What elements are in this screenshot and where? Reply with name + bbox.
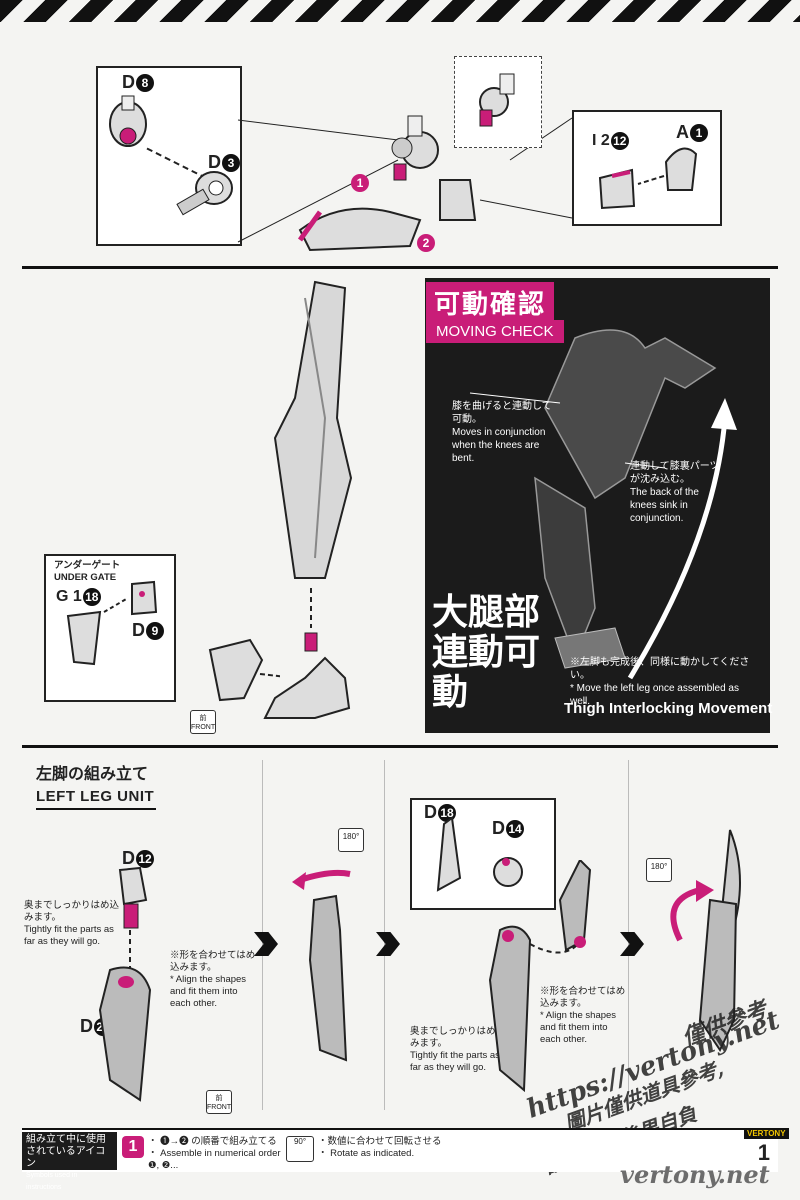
left-leg-step-b-drawing <box>292 869 351 1062</box>
peg-part-drawing <box>479 73 515 127</box>
section-title-en: LEFT LEG UNIT <box>36 788 155 805</box>
brand-badge: VERTONY <box>744 1128 789 1139</box>
callout-lines-step1 <box>237 117 573 243</box>
note-knee-bend: 膝を曲げると連動して可動。Moves in conjunction when t… <box>452 401 552 464</box>
left-leg-step-d-drawing <box>670 829 741 1053</box>
rotate-180-icon-1: 180° <box>338 828 364 852</box>
thigh-movement-en: Thigh Interlocking Movement <box>564 700 773 717</box>
hazard-stripe-top <box>0 0 800 22</box>
left-leg-step-a-drawing <box>98 866 152 1102</box>
note-tight-fit-1: 奥までしっかりはめ込みます。Tightly fit the parts as f… <box>24 900 120 947</box>
divider-2 <box>22 745 778 748</box>
note-align-2: ※形を合わせてはめ込みます。* Align the shapes and fit… <box>540 986 626 1045</box>
moving-check-title: 可動確認 <box>426 282 555 323</box>
rotate-icon: 90° <box>286 1136 314 1162</box>
parts-g1-d9-drawing <box>66 580 158 666</box>
note-align-1: ※形を合わせてはめ込みます。* Align the shapes and fit… <box>170 950 256 1009</box>
knee-joint-and-foot-drawing <box>297 115 477 252</box>
moving-check-leg-drawing <box>469 329 737 680</box>
divider-1 <box>22 266 778 269</box>
symbols-legend: 組み立て中に使用されているアイコン Symbols used in instru… <box>22 1128 778 1191</box>
note-tight-fit-2: 奥までしっかりはめ込みます。Tightly fit the parts as f… <box>410 1026 506 1073</box>
legend-order-text: ・ ❶→❷ の順番で組み立てる・ Assemble in numerical o… <box>148 1136 281 1171</box>
order-icon: 1 <box>122 1136 144 1158</box>
step-marker-1: 1 <box>350 172 369 193</box>
right-leg-drawing <box>263 280 353 719</box>
moving-check-subtitle: MOVING CHECK <box>426 320 564 343</box>
legend-rotate-text: ・数値に合わせて回転させる・ Rotate as indicated. <box>318 1136 442 1159</box>
thigh-movement-title: 大腿部連動可動 <box>432 591 541 712</box>
note-knee-back: 連動して膝裏パーツが沈み込む。The back of the knees sin… <box>630 461 720 524</box>
step-marker-2: 2 <box>416 232 435 253</box>
detail-box-d8-d3 <box>96 66 242 246</box>
section-title-jp: 左脚の組み立て <box>36 766 149 783</box>
next-arrow-1 <box>254 932 278 956</box>
parts-i12-a1-drawing <box>598 147 698 210</box>
armor-piece-drawing <box>208 638 280 702</box>
section-underline <box>36 808 156 810</box>
watermark-site: vertony.net <box>620 1160 770 1189</box>
note-left-leg: ※左脚も完成後、同様に動かしてください。* Move the left leg … <box>570 657 750 707</box>
legend-title-box: 組み立て中に使用されているアイコン Symbols used in instru… <box>22 1132 117 1191</box>
left-leg-step-c-drawing <box>488 860 592 1093</box>
detail-box-d18-d14 <box>410 798 556 910</box>
rotate-180-icon-2: 180° <box>646 858 672 882</box>
page-number: 1 <box>757 1140 770 1165</box>
parts-d18-d14-drawing <box>436 816 523 892</box>
parts-d8-d3-drawing <box>109 95 233 216</box>
